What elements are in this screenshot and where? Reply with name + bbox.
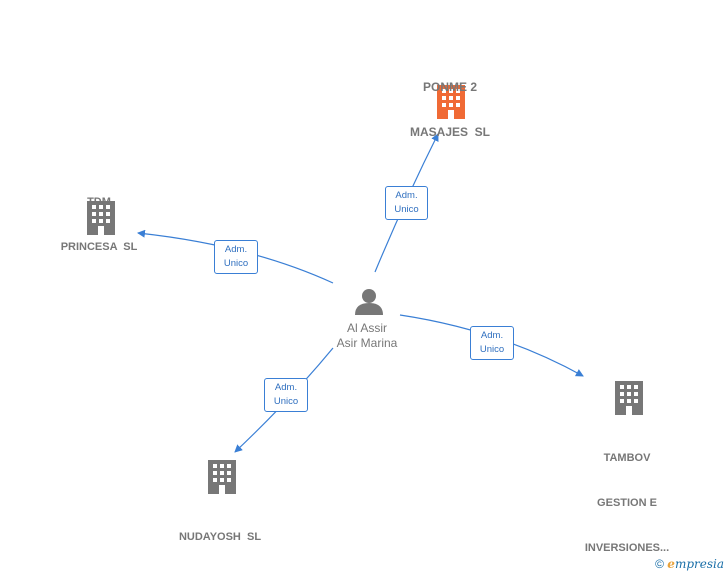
company-label-nudayosh[interactable]: NUDAYOSH SL xyxy=(160,500,280,560)
edge-label-ponme: Adm. Unico xyxy=(385,186,428,220)
edge-label-tdm: Adm. Unico xyxy=(214,240,258,274)
edge-label-nudayosh: Adm. Unico xyxy=(264,378,308,412)
company-label-tambov[interactable]: TAMBOV GESTION E INVERSIONES... xyxy=(567,421,687,571)
edge-role-line: Adm. xyxy=(395,190,418,201)
edge-role-line: Adm. xyxy=(274,382,298,393)
edge-role-line: Unico xyxy=(223,258,249,269)
company-label-ponme[interactable]: PONME 2 MASAJES SL xyxy=(390,50,510,155)
person-label[interactable]: Al Assir Asir Marina xyxy=(317,321,417,351)
company-name-line: TDM xyxy=(87,196,111,208)
person-icon[interactable] xyxy=(355,289,383,315)
edge-role-line: Unico xyxy=(479,344,505,355)
edge-role-line: Adm. xyxy=(224,244,248,255)
company-name-line: PONME 2 xyxy=(422,80,477,94)
building-icon-tambov[interactable] xyxy=(615,381,643,415)
building-icon-ponme[interactable] xyxy=(437,85,465,119)
copyright-symbol: © xyxy=(655,557,664,571)
company-name-line: INVERSIONES... xyxy=(584,542,670,554)
brand-logo[interactable]: © empresia xyxy=(655,557,724,571)
company-name-line: PRINCESA SL xyxy=(60,241,138,253)
edge-role-line: Unico xyxy=(273,396,299,407)
company-label-tdm[interactable]: TDM PRINCESA SL xyxy=(39,165,159,270)
person-name-line: Al Assir xyxy=(346,321,387,335)
edge-role-line: Adm. xyxy=(480,330,504,341)
company-name-line: TAMBOV xyxy=(603,452,651,464)
person-name-line: Asir Marina xyxy=(336,336,398,350)
building-icon-nudayosh[interactable] xyxy=(208,460,236,494)
company-name-line: GESTION E xyxy=(597,497,657,509)
building-icon-tdm[interactable] xyxy=(87,201,115,235)
company-name-line: MASAJES SL xyxy=(409,125,490,139)
edge-role-line: Unico xyxy=(394,204,419,215)
brand-initial: e xyxy=(667,557,675,571)
brand-name: mpresia xyxy=(674,557,724,571)
company-name-line: NUDAYOSH SL xyxy=(178,531,262,543)
edge-label-tambov: Adm. Unico xyxy=(470,326,514,360)
